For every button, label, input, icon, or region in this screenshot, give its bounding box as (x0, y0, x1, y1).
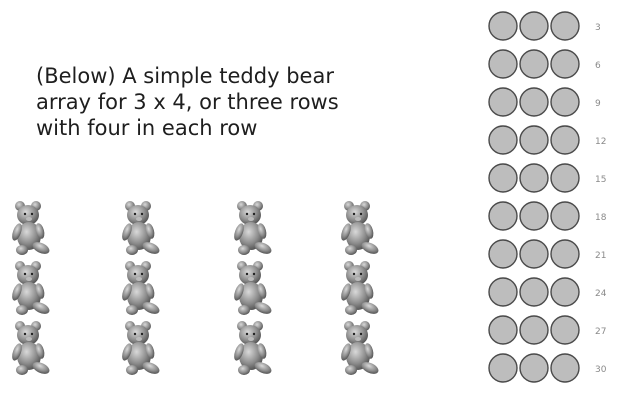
count-label: 30 (595, 365, 607, 375)
count-label: 15 (595, 175, 606, 185)
dot (489, 278, 517, 306)
dot-row: 24 (489, 278, 607, 306)
dot (520, 354, 548, 382)
dot (489, 164, 517, 192)
count-label: 21 (595, 251, 606, 261)
dot (489, 50, 517, 78)
dot (551, 126, 579, 154)
dot (551, 240, 579, 268)
dot (520, 316, 548, 344)
teddy-bear-icon (120, 201, 161, 256)
teddy-bear-icon (10, 321, 51, 376)
dot (551, 316, 579, 344)
dot (489, 240, 517, 268)
dot-row: 6 (489, 50, 601, 78)
dot (520, 240, 548, 268)
dot-row: 21 (489, 240, 606, 268)
dot (551, 164, 579, 192)
count-label: 3 (595, 23, 601, 33)
teddy-bear-icon (339, 261, 380, 316)
dot-row: 9 (489, 88, 601, 116)
teddy-bear-icon (339, 201, 380, 256)
dot (551, 12, 579, 40)
count-label: 9 (595, 99, 601, 109)
dot-row: 27 (489, 316, 606, 344)
dot (520, 50, 548, 78)
dot (551, 50, 579, 78)
dot (520, 278, 548, 306)
dot (551, 202, 579, 230)
teddy-bear-icon (120, 261, 161, 316)
dot (489, 316, 517, 344)
count-label: 18 (595, 213, 607, 223)
dot-row: 18 (489, 202, 607, 230)
caption-text: (Below) A simple teddy bear array for 3 … (36, 63, 366, 141)
count-label: 27 (595, 327, 606, 337)
dot-row: 15 (489, 164, 606, 192)
dot (551, 354, 579, 382)
dot-array: 3 6 9 12 15 18 21 24 27 30 (478, 0, 631, 402)
dot-row: 12 (489, 126, 606, 154)
count-label: 12 (595, 137, 606, 147)
teddy-bear-array (0, 190, 400, 400)
dot-row: 30 (489, 354, 607, 382)
teddy-bear-icon (10, 261, 51, 316)
count-label: 6 (595, 61, 601, 71)
dot (520, 202, 548, 230)
teddy-bear-icon (232, 201, 273, 256)
dot (520, 12, 548, 40)
teddy-bear-icon (120, 321, 161, 376)
dot (489, 88, 517, 116)
teddy-bear-icon (10, 201, 51, 256)
dot (489, 202, 517, 230)
dot (520, 126, 548, 154)
dot (551, 88, 579, 116)
dot (489, 126, 517, 154)
dot (489, 12, 517, 40)
teddy-bear-icon (232, 321, 273, 376)
dot (551, 278, 579, 306)
dot-row: 3 (489, 12, 601, 40)
teddy-bear-icon (339, 321, 380, 376)
count-label: 24 (595, 289, 607, 299)
dot (520, 164, 548, 192)
dot (489, 354, 517, 382)
dot (520, 88, 548, 116)
teddy-bear-icon (232, 261, 273, 316)
